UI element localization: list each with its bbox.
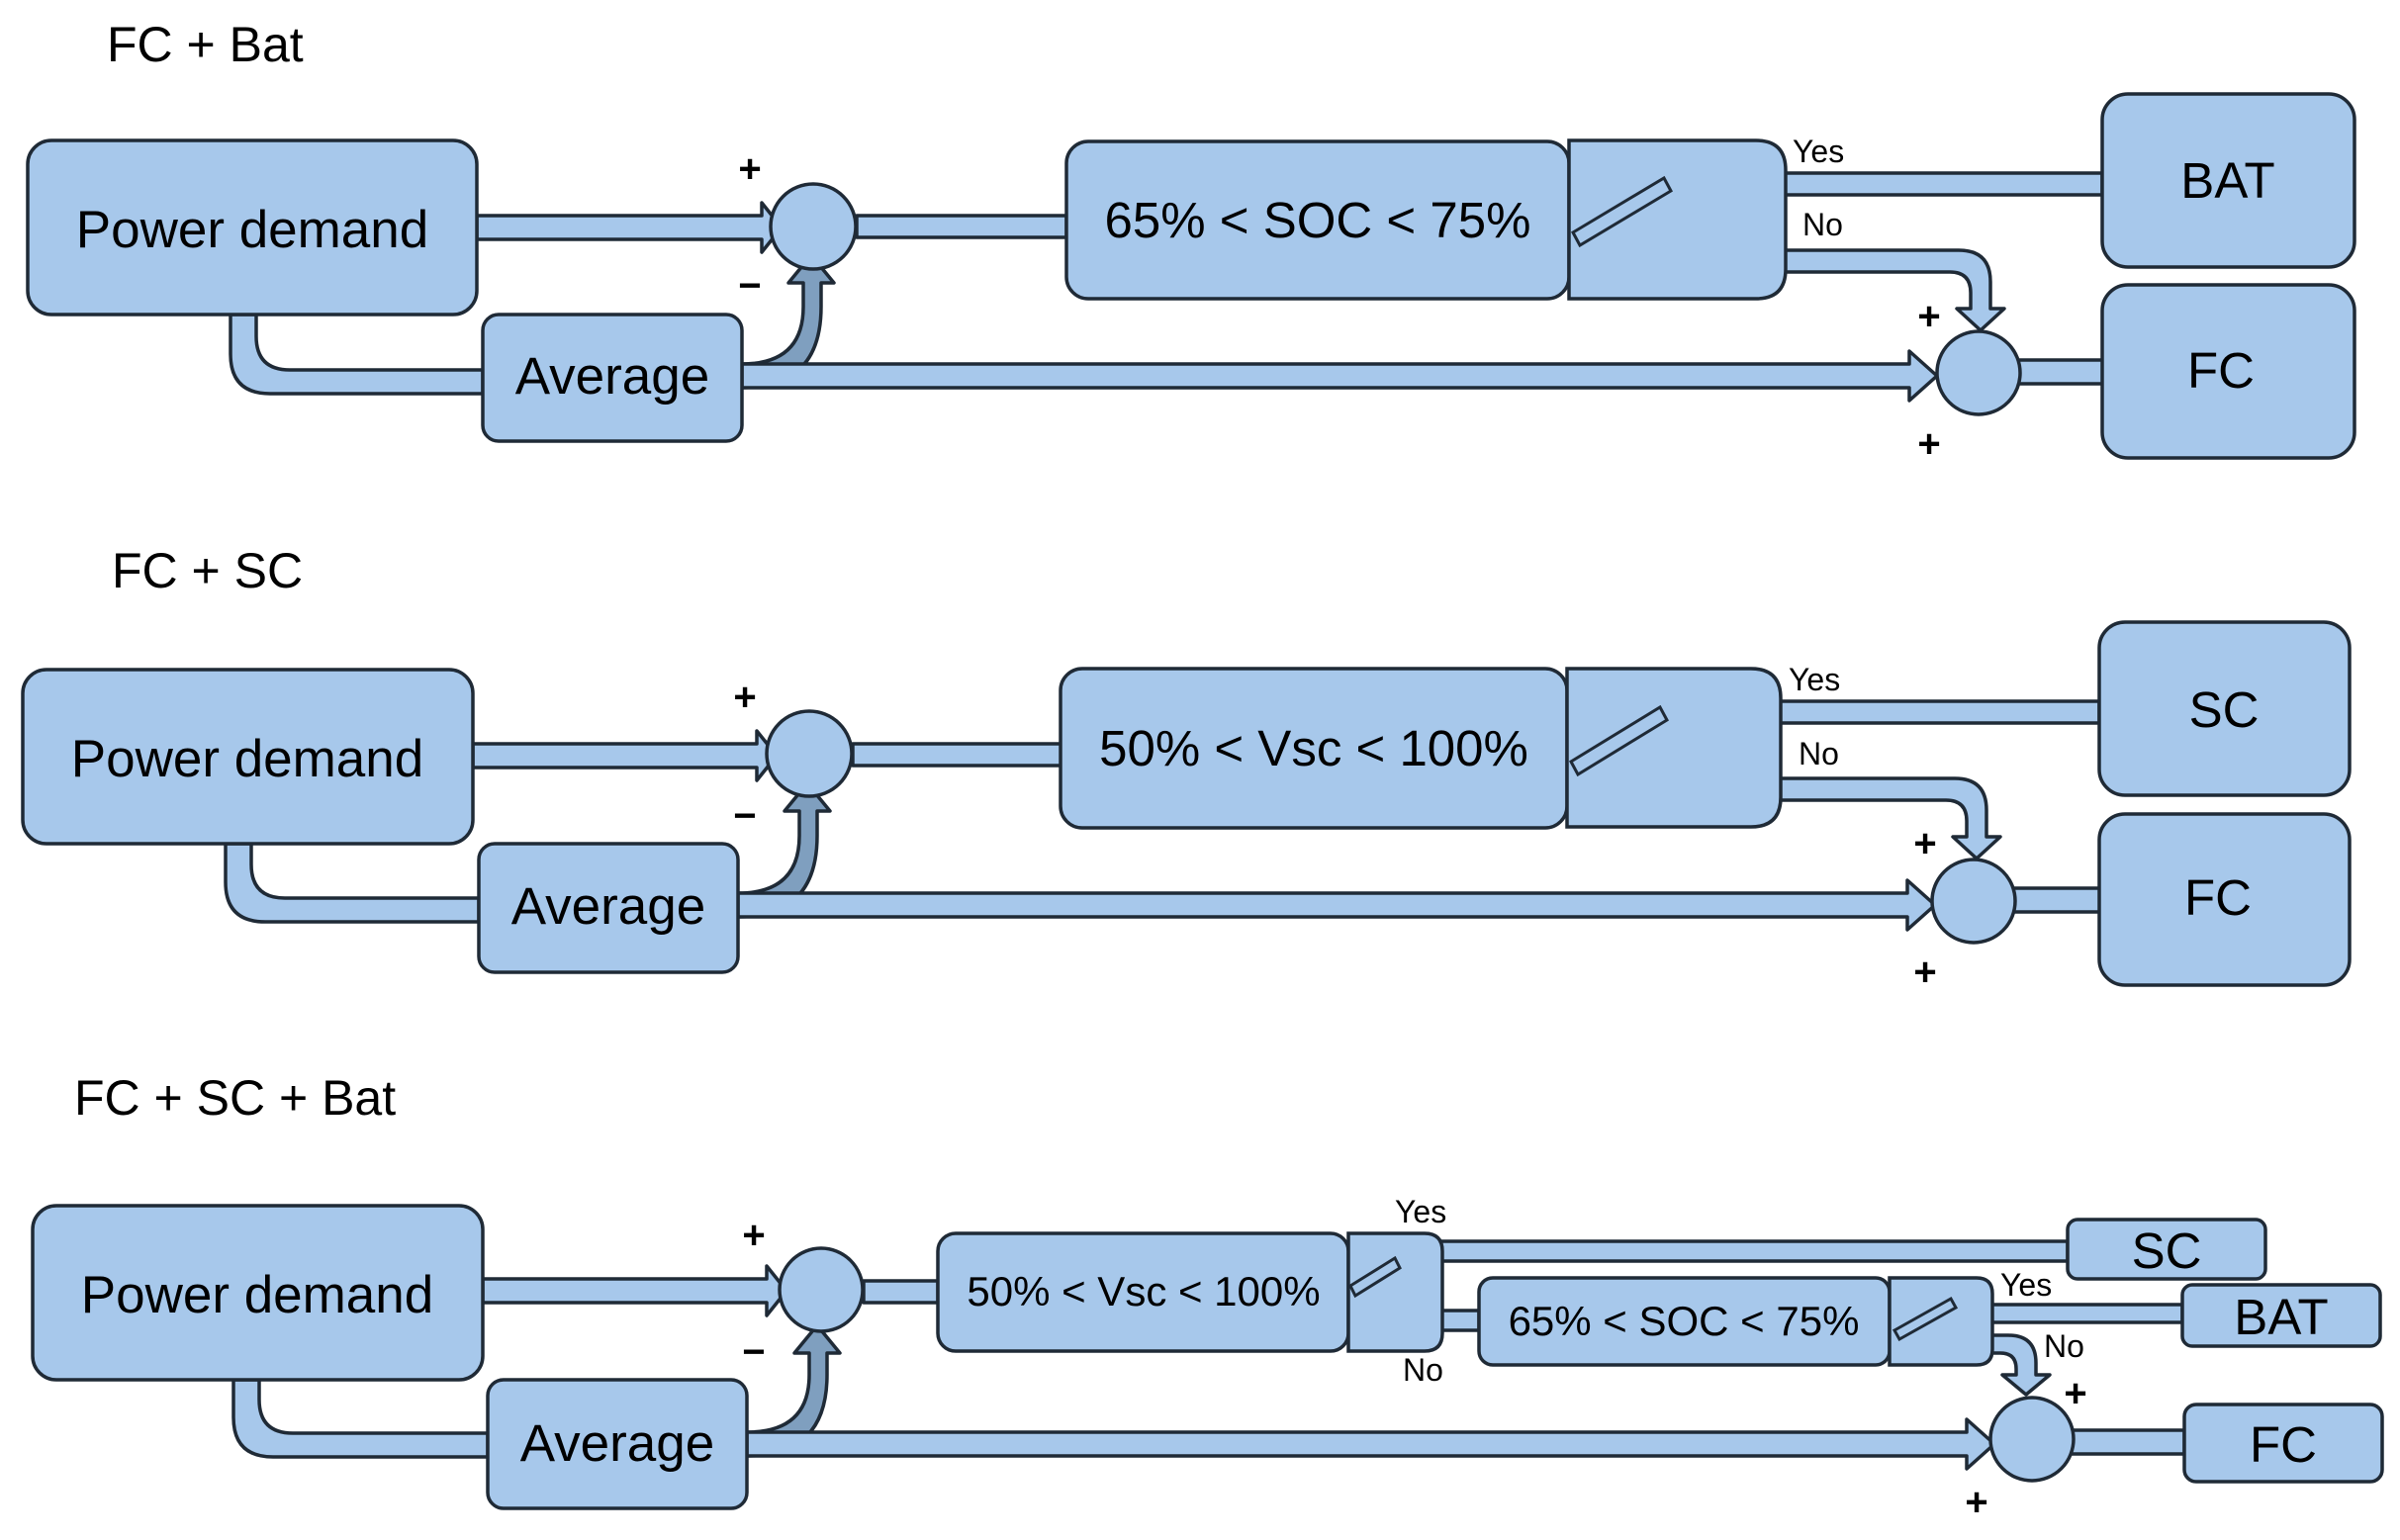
summing-junction — [765, 709, 854, 798]
condition1-label: 50% < Vsc < 100% — [967, 1268, 1320, 1314]
bat-label: BAT — [2234, 1289, 2328, 1345]
switch-block — [1567, 138, 1788, 301]
sum-plus-sign: + — [738, 147, 761, 191]
storage-block-sc — [2097, 620, 2352, 797]
summing-junction — [769, 182, 858, 271]
average-block — [477, 842, 740, 974]
fc-sum-plus-top: + — [2064, 1372, 2086, 1415]
storage-label: SC — [2189, 681, 2260, 738]
power-demand-label: Power demand — [76, 201, 428, 259]
power-demand-block — [26, 138, 479, 317]
fc-block — [2182, 1403, 2384, 1484]
fc-summing-junction — [1935, 329, 2022, 416]
pipe-average-to-fc-sum — [745, 1417, 1996, 1471]
pipe-average-to-fc-sum — [740, 349, 1939, 403]
pipe-demand-to-average — [224, 842, 481, 924]
pipe-sum-to-fc — [2014, 358, 2107, 386]
fc-summing-junction — [1988, 1396, 2076, 1483]
pipe-demand-to-average — [231, 1378, 490, 1459]
section-title: FC + Bat — [107, 17, 304, 72]
condition2-label: 65% < SOC < 75% — [1509, 1298, 1860, 1344]
switch2-block — [1888, 1276, 1994, 1367]
bat-block — [2180, 1283, 2382, 1348]
switch-no-label: No — [1802, 207, 1843, 242]
pipe-sum-to-condition — [855, 214, 1068, 239]
sum-minus-sign: − — [733, 794, 756, 838]
pipe-sum-to-fc — [2010, 886, 2103, 914]
pipe-yes-to-bat — [1965, 1303, 2184, 1324]
pipe-sum-to-condition1 — [862, 1279, 940, 1305]
switch1-yes-label: Yes — [1395, 1194, 1446, 1229]
fc-sum-plus-bottom: + — [1965, 1481, 1987, 1524]
switch-yes-label: Yes — [1793, 134, 1844, 169]
switch-no-label: No — [1799, 736, 1839, 771]
sum-plus-sign: + — [742, 1214, 765, 1257]
pipe-demand-to-sum — [475, 201, 784, 254]
sc-block — [2066, 1218, 2267, 1281]
power-demand-block — [31, 1204, 485, 1382]
switch-yes-label: Yes — [1789, 662, 1840, 697]
summing-junction — [778, 1246, 865, 1333]
sum-minus-sign: − — [738, 264, 761, 308]
average-label: Average — [511, 877, 705, 936]
fc-label: FC — [2187, 342, 2255, 399]
fc-sum-plus-bottom: + — [1913, 951, 1936, 994]
switch1-block — [1346, 1231, 1444, 1353]
sum-minus-sign: − — [742, 1330, 765, 1374]
pipe-yes-to-sc — [1411, 1239, 2070, 1263]
switch-block — [1565, 667, 1783, 829]
pipe-average-to-fc-sum — [736, 878, 1937, 932]
pipe-sum-to-fc — [2069, 1428, 2186, 1456]
power-demand-block — [21, 668, 475, 846]
storage-block-bat — [2100, 92, 2356, 269]
switch2-blade-icon — [1892, 1296, 1959, 1342]
fc-label: FC — [2184, 869, 2252, 926]
switch1-blade-icon — [1348, 1255, 1402, 1299]
power-demand-label: Power demand — [71, 730, 423, 788]
section-title: FC + SC + Bat — [74, 1070, 396, 1126]
pipe-demand-to-sum — [481, 1264, 788, 1317]
switch2-no-label: No — [2044, 1328, 2084, 1364]
pipe-demand-to-average — [229, 313, 485, 396]
pipe-demand-to-sum — [471, 729, 779, 782]
switch2-yes-label: Yes — [2000, 1267, 2052, 1303]
sum-plus-sign: + — [733, 676, 756, 719]
section-fc-sc-bat: FC + SC + Bat Power demand Average + − 5… — [31, 1070, 2384, 1524]
fc-sum-plus-top: + — [1917, 295, 1940, 338]
switch-blade-icon — [1569, 704, 1669, 777]
section-fc-bat: FC + Bat Power demand Average + − 65% < … — [26, 17, 2356, 466]
storage-label: BAT — [2180, 152, 2274, 209]
switch1-no-label: No — [1403, 1352, 1443, 1388]
switch-blade-icon — [1570, 175, 1674, 248]
average-block — [481, 313, 744, 443]
section-title: FC + SC — [112, 543, 303, 598]
pipe-sum-to-condition — [851, 742, 1064, 768]
condition-label: 65% < SOC < 75% — [1105, 192, 1531, 248]
average-label: Average — [515, 347, 709, 406]
average-label: Average — [520, 1414, 714, 1473]
average-block — [486, 1378, 749, 1510]
fc-sum-plus-bottom: + — [1917, 422, 1940, 466]
fc-summing-junction — [1930, 858, 2017, 945]
fc-sum-plus-top: + — [1913, 822, 1936, 865]
fc-label: FC — [2250, 1416, 2317, 1473]
power-demand-label: Power demand — [81, 1266, 433, 1324]
sc-label: SC — [2132, 1223, 2202, 1279]
fc-block — [2100, 283, 2356, 460]
section-fc-sc: FC + SC Power demand Average + − 50% < V… — [21, 543, 2352, 994]
fc-block — [2097, 812, 2352, 987]
condition-label: 50% < Vsc < 100% — [1099, 720, 1528, 776]
